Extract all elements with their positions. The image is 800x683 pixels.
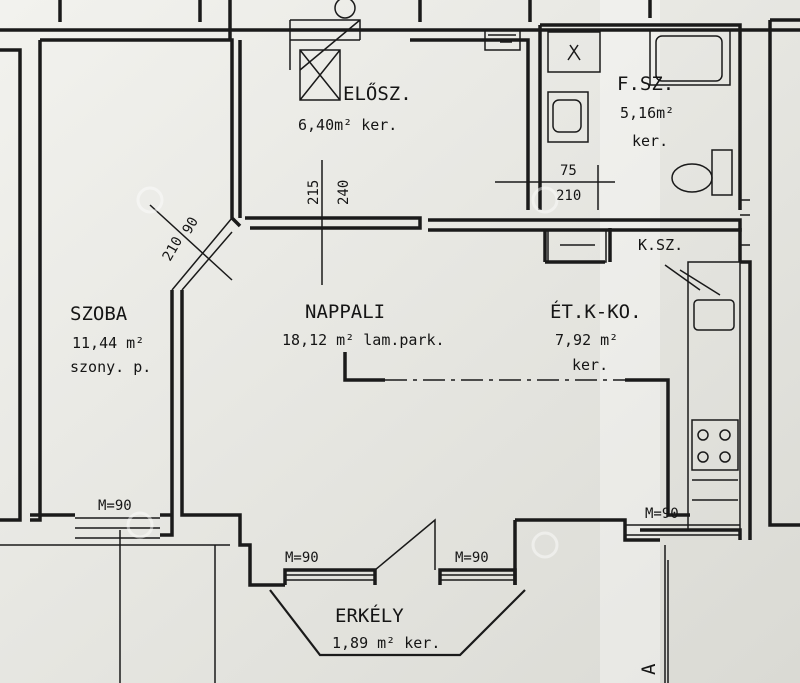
paper-fold xyxy=(600,0,660,683)
window-konyha: M=90 xyxy=(645,506,679,522)
room-erkely-area: 1,89 m² ker. xyxy=(332,634,440,652)
room-szoba: SZOBA 11,44 m² szony. p. xyxy=(70,303,151,376)
room-erkely-name: ERKÉLY xyxy=(335,604,404,627)
room-kamra-name: K.SZ. xyxy=(638,236,683,254)
window-nappali-right: M=90 xyxy=(455,550,489,566)
room-eloszoba-name: ELŐSZ. xyxy=(343,81,412,105)
room-kamra: K.SZ. xyxy=(638,236,683,254)
door-szoba-width: 90 xyxy=(180,214,202,237)
room-nappali-area: 18,12 m² lam.park. xyxy=(282,331,445,349)
room-szoba-name: SZOBA xyxy=(70,303,128,325)
room-furdo-area: 5,16m² xyxy=(620,104,674,122)
room-eloszoba: ELŐSZ. 6,40m² ker. xyxy=(298,81,412,134)
room-erkely: ERKÉLY 1,89 m² ker. xyxy=(332,604,440,652)
watermark-marks xyxy=(126,186,559,559)
room-etkezo-area: 7,92 m² xyxy=(555,331,618,349)
room-nappali: NAPPALI 18,12 m² lam.park. xyxy=(282,301,445,349)
door-fsz-height: 210 xyxy=(556,188,581,204)
window-labels: M=90 M=90 M=90 M=90 xyxy=(98,498,679,566)
room-furdo-floor: ker. xyxy=(632,132,668,150)
room-etkezo-name: ÉT.K-KO. xyxy=(550,300,642,323)
door-nappali-height: 240 xyxy=(336,180,352,205)
room-eloszoba-area: 6,40m² ker. xyxy=(298,116,397,134)
door-fsz-width: 75 xyxy=(560,163,577,179)
room-furdo-name: F.SZ. xyxy=(617,73,674,95)
window-szoba: M=90 xyxy=(98,498,132,514)
window-nappali-left: M=90 xyxy=(285,550,319,566)
edge-text: A xyxy=(638,663,660,675)
room-furdo: F.SZ. 5,16m² ker. xyxy=(617,73,674,150)
room-etkezo-floor: ker. xyxy=(572,356,608,374)
dimension-labels: 90 210 215 240 75 210 xyxy=(160,163,582,264)
door-nappali-width: 215 xyxy=(306,180,322,205)
fixtures xyxy=(149,0,750,571)
room-szoba-area: 11,44 m² xyxy=(72,334,144,352)
room-etkezo: ÉT.K-KO. 7,92 m² ker. xyxy=(550,300,642,374)
room-nappali-name: NAPPALI xyxy=(305,301,385,323)
room-szoba-floor: szony. p. xyxy=(70,358,151,376)
